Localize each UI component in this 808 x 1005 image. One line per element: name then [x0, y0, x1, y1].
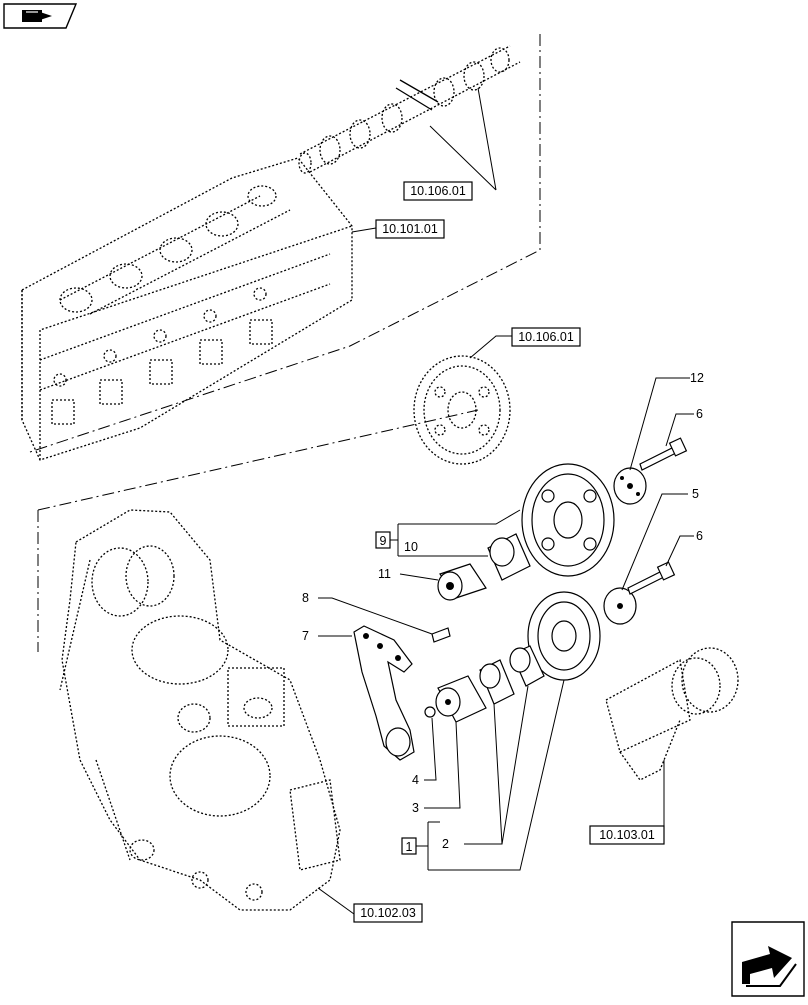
ref-crankshaft[interactable]: 10.103.01	[589, 825, 665, 845]
svg-text:1: 1	[406, 840, 413, 854]
callout-2: 2	[442, 837, 449, 851]
callout-7: 7	[302, 629, 309, 643]
svg-text:10.102.03: 10.102.03	[360, 906, 416, 920]
ref-cylinder-head[interactable]: 10.101.01	[375, 219, 445, 239]
washer-12-drawing	[613, 467, 647, 505]
callout-8: 8	[302, 591, 309, 605]
callout-11: 11	[378, 567, 391, 581]
timing-cover-drawing	[59, 509, 341, 911]
hub-11-drawing	[437, 563, 487, 601]
svg-text:10.101.01: 10.101.01	[382, 222, 438, 236]
bolt-6-lower-drawing	[627, 561, 676, 595]
callout-3: 3	[412, 801, 419, 815]
svg-text:10.106.01: 10.106.01	[518, 330, 574, 344]
next-page-arrow-icon[interactable]	[731, 921, 805, 997]
cylinder-head-drawing	[21, 157, 353, 461]
svg-text:10.106.01: 10.106.01	[410, 184, 466, 198]
callout-6-upper: 6	[696, 407, 703, 421]
washer-5-drawing	[603, 587, 637, 625]
group-box-9[interactable]: 9	[375, 531, 391, 549]
crankshaft-drawing	[605, 647, 739, 781]
ref-camshaft[interactable]: 10.106.01	[403, 181, 473, 201]
ref-timing-cover[interactable]: 10.102.03	[353, 903, 423, 923]
callout-10: 10	[404, 540, 418, 554]
callout-12: 12	[690, 371, 704, 385]
svg-text:9: 9	[380, 534, 387, 548]
stud-4-drawing	[424, 706, 436, 718]
idler-gear-lower-drawing	[527, 591, 601, 681]
bracket-7-drawing	[353, 625, 415, 761]
bushing-10-drawing	[487, 533, 531, 581]
group-box-1[interactable]: 1	[401, 837, 417, 855]
svg-text:10.103.01: 10.103.01	[599, 828, 655, 842]
leader-lines	[317, 87, 694, 915]
bushing-2-drawing	[479, 645, 545, 705]
hub-3-drawing	[435, 675, 487, 723]
callout-6-lower: 6	[696, 529, 703, 543]
upper-boundary-line	[29, 34, 541, 453]
ref-camshaft-gear[interactable]: 10.106.01	[511, 327, 581, 347]
screw-8-drawing	[431, 627, 451, 643]
idler-gear-upper-drawing	[521, 463, 615, 577]
bolt-6-upper-drawing	[639, 437, 688, 471]
callout-5: 5	[692, 487, 699, 501]
callout-4: 4	[412, 773, 419, 787]
camshaft-drawing	[298, 45, 521, 174]
middle-boundary-line	[37, 409, 479, 652]
camshaft-gear-drawing	[413, 355, 511, 465]
book-arrow-icon[interactable]	[3, 3, 78, 29]
